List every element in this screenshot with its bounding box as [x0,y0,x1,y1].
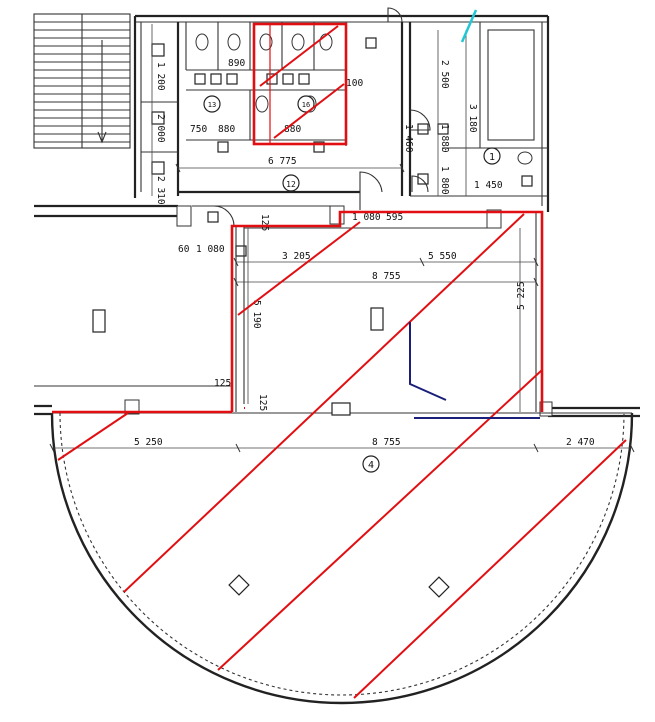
dim-v-3180: 3 180 [467,104,478,133]
blue-annotation [409,322,540,419]
dim-8755-lower: 8 755 [372,437,401,448]
dim-125a: 125 [214,378,231,389]
svg-text:12: 12 [286,180,296,189]
dim-v-2310: 2 310 [155,176,166,205]
cyan-annotation [460,9,478,43]
dim-v-2500: 2 500 [439,60,450,89]
staircase [33,13,131,149]
dim-125c: 125 [257,394,268,411]
dim-6775: 6 775 [268,156,297,167]
dim-1080-top: 1 080 [352,212,381,223]
svg-text:13: 13 [208,101,216,109]
dim-750: 750 [190,124,207,135]
room-numbers: 4 12 1 13 16 [203,95,501,473]
dim-v-1800: 1 800 [439,166,450,195]
dim-5250: 5 250 [134,437,163,448]
room-number-4: 4 [362,455,380,473]
dim-3205: 3 205 [282,251,311,262]
dim-595: 595 [386,212,403,223]
room-number-12: 12 [282,174,300,192]
dim-v-1880: 1 880 [439,124,450,153]
building-walls [34,14,640,418]
main-room-walls [235,212,537,412]
dim-5550: 5 550 [428,251,457,262]
dim-v-5225: 5 225 [516,281,527,310]
dim-v-2000: 2 000 [155,114,166,143]
dimension-lines [49,24,635,453]
dim-v-1460: 1 460 [403,124,414,153]
dim-1080-left: 1 080 [196,244,225,255]
red-hatch-area [52,22,627,699]
svg-text:4: 4 [368,460,374,471]
semicircle-hall [50,412,634,705]
dim-v-1200: 1 200 [155,62,166,91]
hatched-tags [92,307,450,598]
dim-125b: 125 [259,214,270,231]
room-number-16: 16 [297,95,315,113]
dim-2470: 2 470 [566,437,595,448]
dim-100: 100 [346,78,363,89]
dim-v-5190: 5 190 [251,300,262,329]
svg-text:16: 16 [302,101,310,109]
room-number-1: 1 [483,147,501,165]
svg-text:1: 1 [489,152,495,163]
dim-880a: 880 [218,124,235,135]
dim-890: 890 [228,58,245,69]
dim-60: 60 [178,244,190,255]
dim-1450: 1 450 [474,180,503,191]
dim-8755-upper: 8 755 [372,271,401,282]
room-number-13: 13 [203,95,221,113]
dim-880b: 880 [284,124,301,135]
dimension-labels: 6 775 3 205 5 550 8 755 8 755 5 250 2 47… [134,58,595,448]
